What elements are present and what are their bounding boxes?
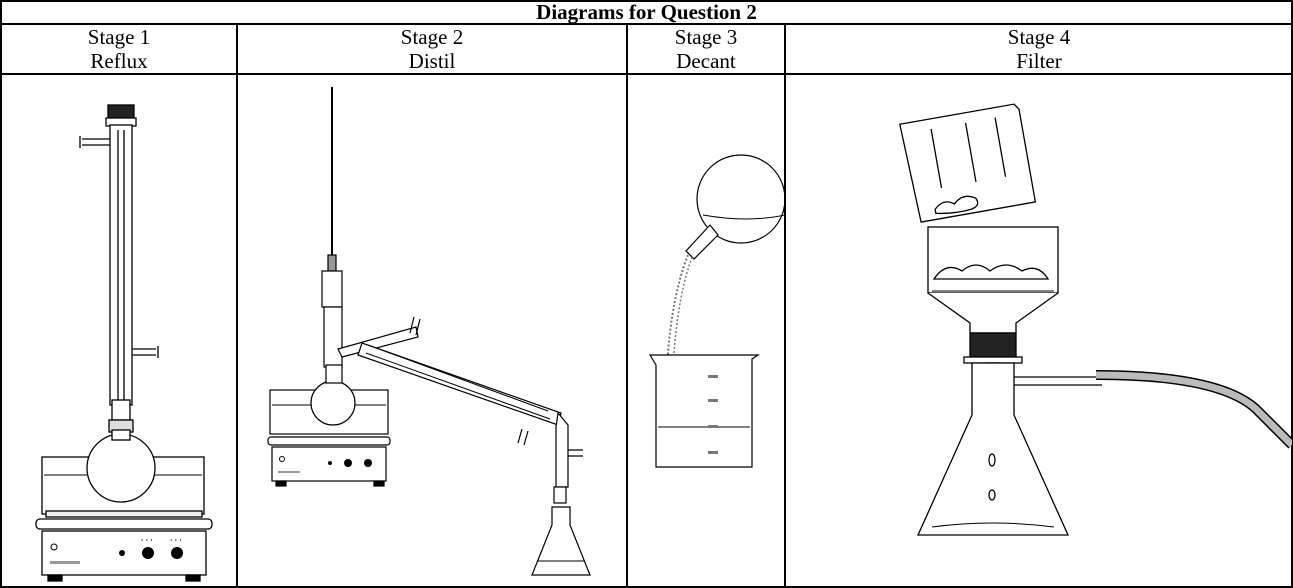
stage-3-header: Stage 3 Decant bbox=[628, 24, 784, 75]
svg-text:' ' ': ' ' ' bbox=[170, 538, 182, 547]
stage-4-number: Stage 4 bbox=[1007, 25, 1071, 49]
decant-diagram bbox=[628, 75, 784, 587]
condenser-outer bbox=[109, 124, 133, 406]
reflux-diagram: ' ' ' ' ' ' bbox=[2, 75, 236, 587]
stage-3-number: Stage 3 bbox=[674, 25, 738, 49]
stage-3-label: Decant bbox=[676, 49, 736, 73]
stage-1-number: Stage 1 bbox=[87, 25, 151, 49]
table-title: Diagrams for Question 2 bbox=[536, 0, 757, 24]
filter-diagram bbox=[786, 75, 1292, 587]
stage-2-header: Stage 2 Distil bbox=[238, 24, 626, 75]
stage-4-header: Stage 4 Filter bbox=[786, 24, 1292, 75]
stage-4-label: Filter bbox=[1016, 49, 1062, 73]
svg-text:' ' ': ' ' ' bbox=[141, 538, 153, 547]
stage-2-number: Stage 2 bbox=[400, 25, 464, 49]
stage-1-header: Stage 1 Reflux bbox=[2, 24, 236, 75]
stage-2-label: Distil bbox=[408, 49, 456, 73]
distillation-diagram bbox=[238, 75, 626, 587]
stage-1-label: Reflux bbox=[90, 49, 148, 73]
stopper-icon bbox=[107, 104, 135, 120]
